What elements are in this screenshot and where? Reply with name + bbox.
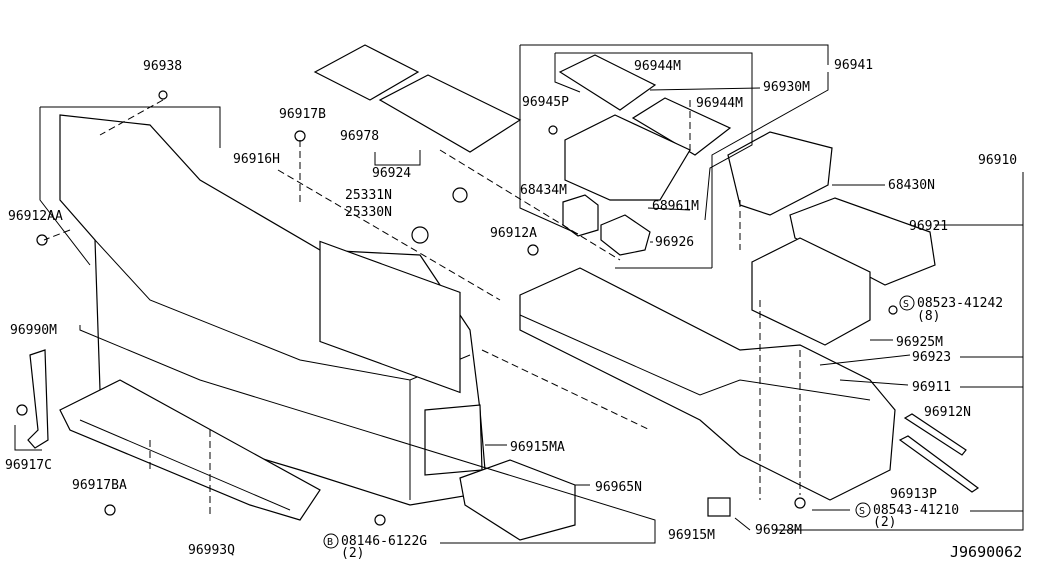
clip-96917b (294, 130, 306, 142)
label-25331n: 25331N (345, 188, 392, 203)
label-96965n: 96965N (595, 480, 642, 495)
label-68430n: 68430N (888, 178, 935, 193)
bolt-08146 (374, 514, 386, 526)
box-96925m (751, 237, 871, 346)
label-96912a: 96912A (490, 226, 537, 241)
socket-25330n (411, 226, 429, 244)
label-96910: 96910 (978, 153, 1017, 168)
label-08543-41210: 08543-41210 (873, 503, 959, 518)
dashed-guides (43, 99, 801, 515)
screw-96912aa (36, 234, 48, 246)
label-96913p: 96913P (890, 487, 937, 502)
label-25330n: 25330N (345, 205, 392, 220)
label-68961m: 68961M (652, 199, 699, 214)
drawer-96965n (459, 459, 576, 541)
cup-holder-68961m (564, 114, 691, 201)
pocket-96926 (600, 214, 651, 256)
label-08146-6122g: 08146-6122G (341, 534, 427, 549)
clip-96917ba (104, 504, 116, 516)
armrest-96921 (789, 197, 936, 286)
bracket-96993q (59, 379, 321, 521)
label-08523-41242: 08523-41242 (917, 296, 1003, 311)
label-96928m: 96928M (755, 523, 802, 538)
label-96944m-a: 96944M (634, 59, 681, 74)
label-96944m-b: 96944M (696, 96, 743, 111)
label-96990m: 96990M (10, 323, 57, 338)
finisher-96924 (378, 74, 522, 153)
label-96930m: 96930M (763, 80, 810, 95)
label-96938: 96938 (143, 59, 182, 74)
bracket-96990m (27, 349, 49, 449)
switch-96928m (707, 497, 731, 517)
b-symbol-circle (323, 533, 339, 549)
label-96925m: 96925M (896, 335, 943, 350)
lid-96978 (313, 44, 420, 101)
tray-96944m-a (558, 54, 657, 111)
b-symbol: B (327, 537, 333, 548)
label-08146-qty: (2) (341, 546, 364, 561)
label-96924: 96924 (372, 166, 411, 181)
screw-08543 (794, 497, 806, 509)
s-symbol: S (859, 506, 865, 517)
clip-96938 (158, 90, 168, 100)
s-symbol-circle (855, 502, 871, 518)
label-96926: 96926 (655, 235, 694, 250)
leader-lines (14, 44, 1024, 544)
label-96915ma: 96915MA (510, 440, 565, 455)
label-08523-qty: (8) (917, 309, 940, 324)
console-body-right (519, 267, 896, 501)
s-symbol-circle (899, 295, 915, 311)
label-68434m: 68434M (520, 183, 567, 198)
box-68430n (727, 131, 833, 216)
label-96921: 96921 (909, 219, 948, 234)
label-96978: 96978 (340, 129, 379, 144)
s-symbol: S (903, 299, 909, 310)
label-96917ba: 96917BA (72, 478, 127, 493)
diagram-id: J9690062 (950, 543, 1022, 561)
label-96923: 96923 (912, 350, 951, 365)
label-08543-qty: (2) (873, 515, 896, 530)
label-96917c: 96917C (5, 458, 52, 473)
label-96911: 96911 (912, 380, 951, 395)
label-96993q: 96993Q (188, 543, 235, 558)
screw-96912a (527, 244, 539, 256)
finisher-96913p (898, 435, 980, 493)
label-96917b: 96917B (279, 107, 326, 122)
label-96941: 96941 (834, 58, 873, 73)
label-96912aa: 96912AA (8, 209, 63, 224)
screw-96945p (548, 125, 558, 135)
label-96916h: 96916H (233, 152, 280, 167)
label-96912n: 96912N (924, 405, 971, 420)
finisher-96912n (903, 413, 967, 456)
screw-08523 (888, 305, 898, 315)
socket-25331n (452, 187, 468, 203)
label-96945p: 96945P (522, 95, 569, 110)
label-96915m: 96915M (668, 528, 715, 543)
clip-96917c (16, 404, 28, 416)
